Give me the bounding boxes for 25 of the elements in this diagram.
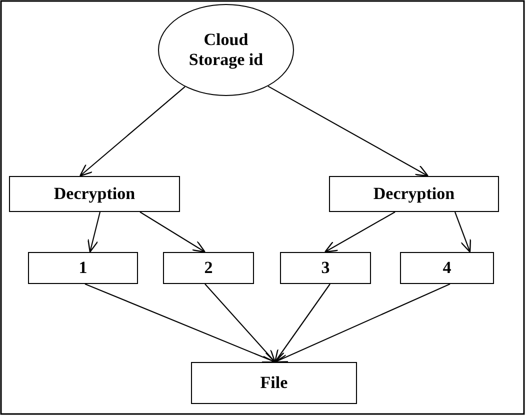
node-label: 3 — [321, 258, 330, 278]
node-label: File — [260, 373, 288, 393]
arrow — [454, 212, 472, 253]
process-box — [329, 176, 499, 212]
arrow — [79, 86, 186, 177]
process-box — [191, 362, 357, 404]
arrow — [140, 212, 206, 253]
arrow — [324, 212, 396, 253]
node-label: 1 — [78, 258, 88, 278]
node-label: Decryption — [373, 184, 455, 204]
process-box — [28, 252, 138, 284]
process-box — [163, 252, 254, 284]
arrow — [84, 284, 276, 363]
process-box — [280, 252, 371, 284]
process-box — [400, 252, 494, 284]
node-label: 2 — [204, 258, 213, 278]
arrow — [87, 212, 101, 253]
process-box — [9, 176, 180, 212]
arrow — [274, 284, 330, 363]
node-label: Cloud Storage id — [188, 30, 264, 70]
arrow — [268, 86, 429, 177]
node-label: Decryption — [54, 184, 136, 204]
node-label: 4 — [442, 258, 452, 278]
arrow — [274, 284, 450, 363]
arrow — [204, 284, 276, 363]
